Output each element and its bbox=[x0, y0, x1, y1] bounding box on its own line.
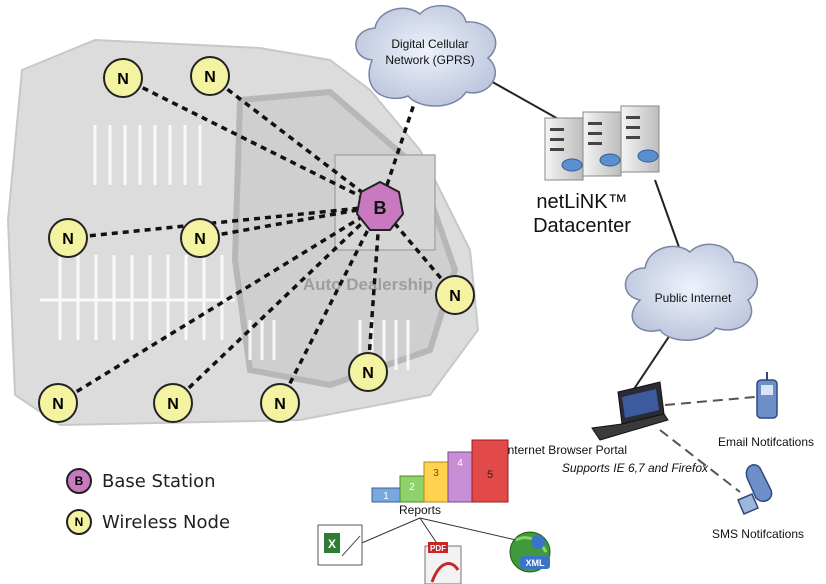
svg-text:N: N bbox=[204, 69, 216, 86]
svg-text:N: N bbox=[62, 231, 74, 248]
svg-text:5: 5 bbox=[487, 469, 493, 481]
portal-subtitle: Supports IE 6,7 and Firefox bbox=[562, 461, 709, 475]
wireless-node: N bbox=[348, 352, 388, 392]
portal-title: Internet Browser Portal bbox=[504, 443, 627, 457]
spreadsheet-icon: X bbox=[317, 524, 363, 566]
wireless-node: N bbox=[435, 275, 475, 315]
wireless-node: N bbox=[153, 383, 193, 423]
wireless-nodes: N N N N N N N N N bbox=[38, 56, 475, 423]
report-step-3: 3 bbox=[423, 461, 449, 503]
public-internet-cloud: Public Internet bbox=[624, 243, 759, 341]
reports-staircase: 1 2 3 4 5 bbox=[371, 439, 509, 503]
pdf-icon-label: PDF bbox=[430, 544, 446, 553]
xml-icon-label: XML bbox=[526, 558, 546, 568]
legend-base-station-label: Base Station bbox=[102, 470, 216, 492]
server-icon bbox=[544, 105, 660, 181]
report-step-2: 2 bbox=[399, 475, 425, 503]
internet-cloud-label: Public Internet bbox=[655, 291, 732, 305]
svg-text:N: N bbox=[167, 396, 179, 413]
report-step-4: 4 bbox=[447, 451, 473, 503]
cell-phone-icon bbox=[756, 372, 778, 419]
datacenter-label-line2: Datacenter bbox=[533, 215, 631, 237]
svg-text:3: 3 bbox=[433, 468, 439, 479]
svg-text:4: 4 bbox=[457, 458, 463, 469]
wireless-node-legend-icon: N bbox=[66, 509, 92, 535]
flip-phone-icon bbox=[737, 464, 773, 515]
wireless-node: N bbox=[103, 58, 143, 98]
aerial-map bbox=[6, 38, 480, 427]
svg-text:N: N bbox=[194, 231, 206, 248]
wireless-node: N bbox=[190, 56, 230, 96]
svg-text:N: N bbox=[52, 396, 64, 413]
wireless-node: N bbox=[180, 218, 220, 258]
legend-wireless-node-label: Wireless Node bbox=[102, 511, 231, 533]
wireless-node: N bbox=[260, 383, 300, 423]
svg-text:N: N bbox=[449, 288, 461, 305]
svg-text:1: 1 bbox=[383, 491, 389, 502]
cellular-cloud-line1: Digital Cellular bbox=[391, 37, 468, 51]
svg-text:N: N bbox=[117, 71, 129, 88]
base-station: B bbox=[355, 180, 405, 231]
cellular-network-cloud: Digital Cellular Network (GPRS) bbox=[355, 4, 497, 107]
report-step-5: 5 bbox=[471, 439, 509, 503]
datacenter-label-line1: netLiNK™ bbox=[536, 191, 627, 213]
base-station-letter: B bbox=[374, 198, 387, 218]
wireless-node: N bbox=[48, 218, 88, 258]
notification-links bbox=[659, 396, 756, 493]
report-step-1: 1 bbox=[371, 487, 401, 503]
svg-text:2: 2 bbox=[409, 482, 415, 493]
legend-wireless-node: N Wireless Node bbox=[66, 509, 230, 535]
laptop-icon bbox=[591, 381, 669, 441]
svg-text:N: N bbox=[362, 365, 374, 382]
sms-notifications-label: SMS Notifcations bbox=[712, 527, 804, 541]
xml-globe-icon: XML bbox=[509, 531, 551, 573]
legend-base-station: B Base Station bbox=[66, 468, 216, 494]
reports-label: Reports bbox=[399, 503, 441, 517]
wireless-node: N bbox=[38, 383, 78, 423]
email-notifications-label: Email Notifcations bbox=[718, 435, 814, 449]
svg-text:X: X bbox=[328, 537, 336, 551]
svg-text:N: N bbox=[274, 396, 286, 413]
base-station-legend-icon: B bbox=[66, 468, 92, 494]
cellular-cloud-line2: Network (GPRS) bbox=[385, 53, 474, 67]
map-area-label: Auto Dealership bbox=[303, 275, 433, 294]
pdf-icon: PDF bbox=[424, 542, 462, 584]
